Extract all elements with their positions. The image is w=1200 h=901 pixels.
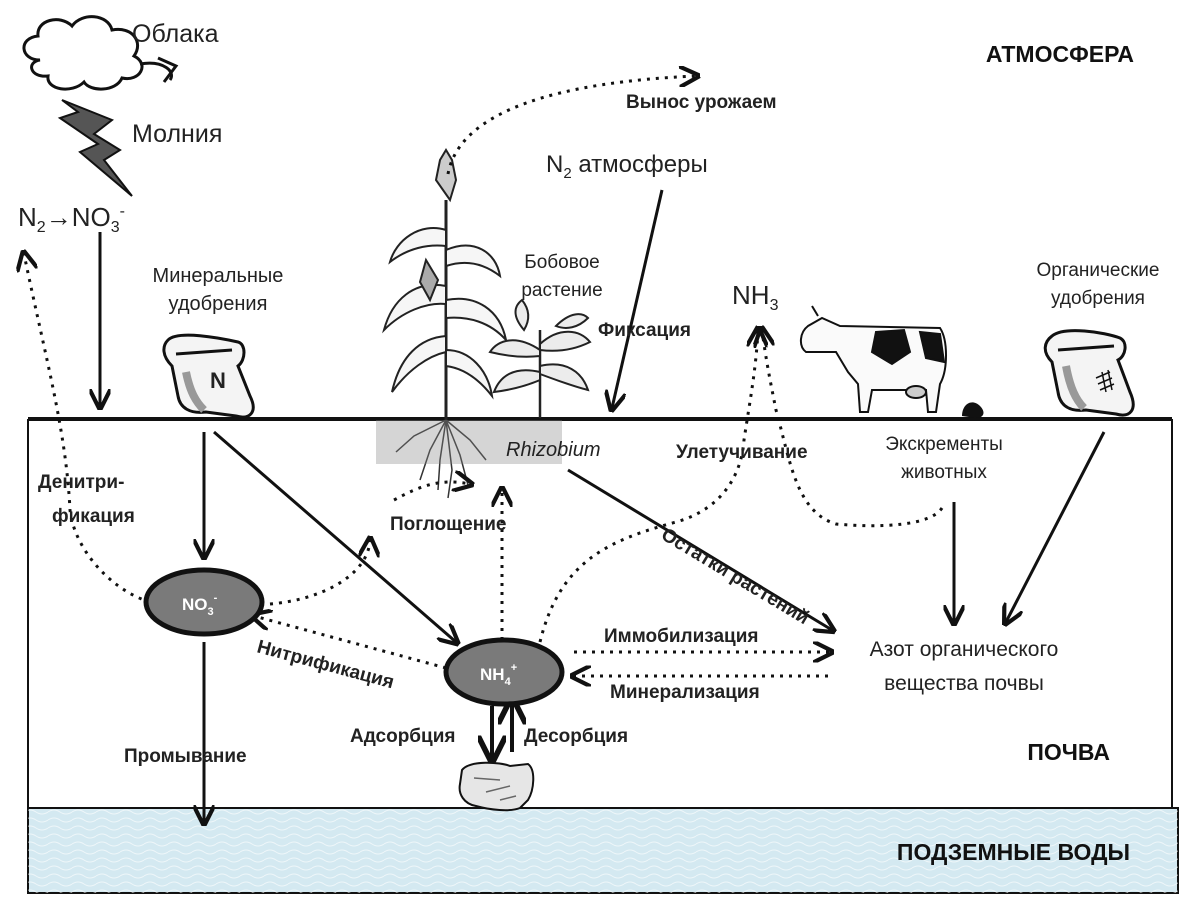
no3-node: NO3- xyxy=(143,567,265,637)
manure-icon xyxy=(962,402,984,418)
label-denitrification-2: фикация xyxy=(52,506,135,527)
label-mineral-fert-1: Минеральные xyxy=(153,265,284,287)
fertilizer-bag-icon: N xyxy=(162,333,255,419)
nh4-node: NH4 + xyxy=(443,637,565,707)
label-rhizobium: Rhizobium xyxy=(506,439,600,461)
label-uptake: Поглощение xyxy=(390,514,506,535)
arrow-organic-fert-to-soil-n xyxy=(1006,431,1106,622)
arrow-uptake-to-roots xyxy=(393,482,470,502)
arrow-excrement-volatilization xyxy=(762,330,944,528)
soil-texture xyxy=(376,420,562,464)
n2-atm-sub: 2 xyxy=(563,165,571,182)
nh4-node-sup: + xyxy=(511,662,517,674)
zone-groundwater: ПОДЗЕМНЫЕ ВОДЫ xyxy=(897,839,1130,865)
arrow-nitrification xyxy=(254,616,447,670)
nh3-main: NH xyxy=(732,280,770,310)
solid-arrows xyxy=(100,189,1106,822)
nh4-node-sub: 4 xyxy=(505,676,512,688)
soil-zone xyxy=(27,417,1173,808)
n2-atm-rest: атмосферы xyxy=(572,151,708,178)
label-leaching: Промывание xyxy=(124,746,247,767)
corn-roots xyxy=(395,419,487,499)
soil-particle-icon xyxy=(458,761,535,812)
label-desorption: Десорбция xyxy=(524,726,628,747)
svg-text:NO3-: NO3- xyxy=(182,592,218,618)
label-nh3: NH3 xyxy=(732,280,779,314)
n2-no3-sub3: 3 xyxy=(111,219,120,236)
zone-atmosphere: АТМОСФЕРА xyxy=(986,41,1134,67)
label-mineral-fert-2: удобрения xyxy=(169,293,268,315)
label-immobilization: Иммобилизация xyxy=(604,626,759,647)
label-denitrification-1: Денитри- xyxy=(38,472,124,493)
label-clouds: Облака xyxy=(132,20,219,48)
label-organic-fert-1: Органические xyxy=(1037,260,1160,281)
arrow-no3-uptake xyxy=(269,540,370,606)
n2-no3-n: N xyxy=(18,202,37,232)
label-n2-to-no3: N2→NO3- xyxy=(18,202,125,236)
label-excrement-1: Экскременты xyxy=(885,434,1003,455)
n2-no3-sup: - xyxy=(120,203,125,220)
corn-plant-icon xyxy=(382,148,508,420)
legume-plant-icon xyxy=(488,298,592,418)
arrow-denitrification xyxy=(24,254,151,604)
no3-node-sub: 3 xyxy=(208,606,214,618)
label-fixation: Фиксация xyxy=(598,320,691,341)
cloud-icon xyxy=(22,15,179,91)
organic-fertilizer-bag-icon xyxy=(1043,329,1135,417)
n2-no3-arrow: →NO xyxy=(46,202,111,232)
label-adsorption: Адсорбция xyxy=(350,726,456,747)
label-soil-organic-n-1: Азот органического xyxy=(870,638,1059,661)
label-volatilization: Улетучивание xyxy=(676,442,808,463)
zone-soil: ПОЧВА xyxy=(1027,739,1110,765)
arrow-fert-to-nh4 xyxy=(213,430,456,642)
nh3-sub: 3 xyxy=(770,297,779,314)
bag-letter: N xyxy=(210,368,226,393)
arrow-crop-removal xyxy=(446,76,696,175)
arrow-residues xyxy=(567,468,832,630)
svg-text:NH4+: NH4 + xyxy=(480,662,517,688)
label-plant-residues: Остатки растений xyxy=(657,524,812,629)
label-nitrification: Нитрификация xyxy=(255,637,396,694)
label-legume-1: Бобовое xyxy=(524,252,600,273)
nh4-node-main: NH xyxy=(480,665,505,684)
arrow-n2-fixation xyxy=(612,189,664,408)
label-legume-2: растение xyxy=(521,280,602,301)
cow-icon xyxy=(800,305,947,413)
label-organic-fert-2: удобрения xyxy=(1051,288,1145,309)
n2-atm-n: N xyxy=(546,151,563,178)
label-crop-removal: Вынос урожаем xyxy=(626,92,777,113)
label-excrement-2: животных xyxy=(901,462,987,483)
n2-no3-sub2: 2 xyxy=(37,219,46,236)
no3-node-main: NO xyxy=(182,595,208,614)
label-n2-atmosphere: N2 атмосферы xyxy=(546,151,708,182)
label-soil-organic-n-2: вещества почвы xyxy=(884,672,1044,695)
dotted-arrows xyxy=(24,76,944,676)
groundwater-zone xyxy=(27,807,1179,894)
lightning-icon xyxy=(57,99,133,197)
label-mineralization: Минерализация xyxy=(610,682,760,703)
label-lightning: Молния xyxy=(132,120,222,148)
no3-node-sup: - xyxy=(214,592,218,604)
